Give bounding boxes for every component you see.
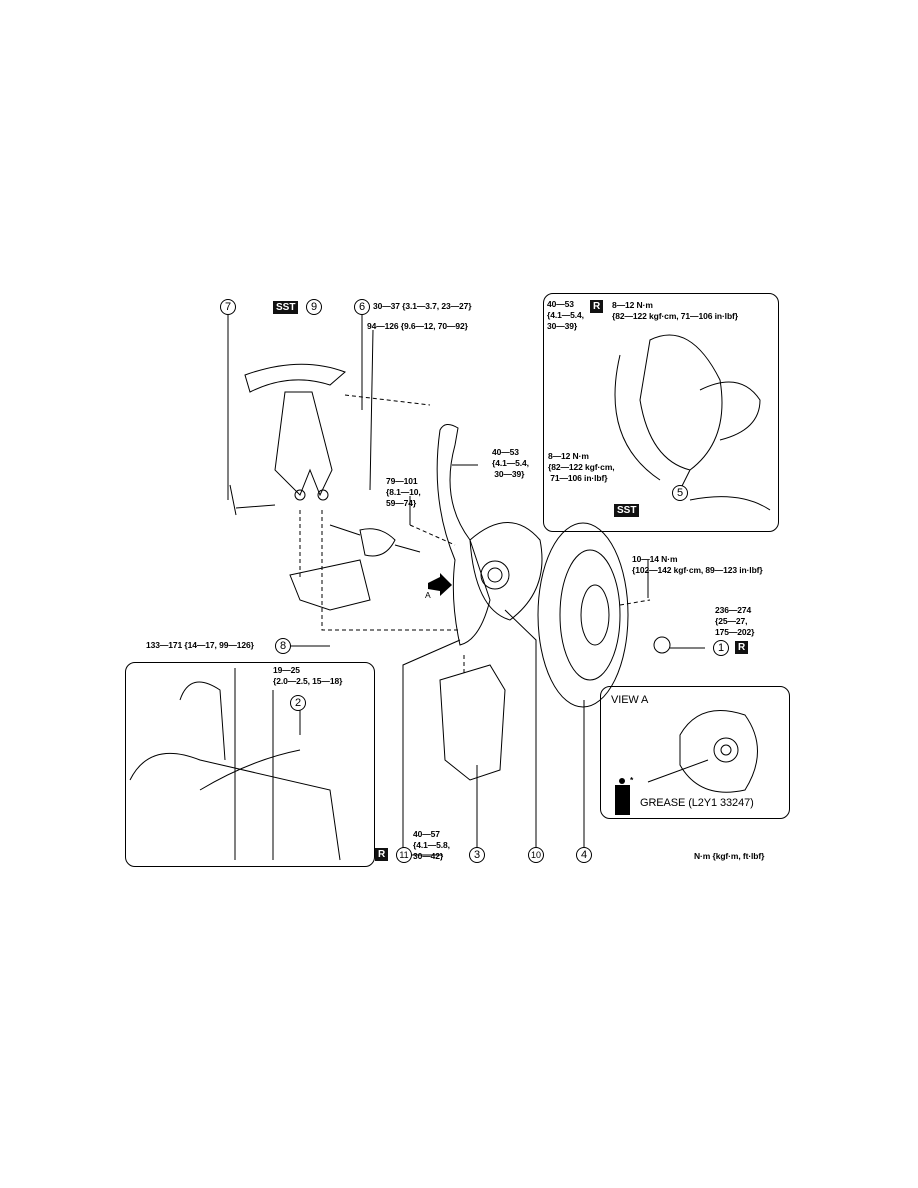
view-arrow-icon <box>428 573 452 596</box>
strut-fork <box>274 391 333 497</box>
inset-view-a <box>600 686 790 819</box>
replace-badge: R <box>590 300 604 313</box>
drive-shaft <box>329 524 421 557</box>
brake-disc <box>537 522 629 708</box>
callout-5: 5 <box>672 485 688 501</box>
grease-can-icon <box>615 785 630 815</box>
callout-3: 3 <box>469 847 485 863</box>
grease-label: GREASE (L2Y1 33247) <box>640 797 754 809</box>
bolt-7 <box>229 484 276 516</box>
torque-knuckle-nut: 40—53 {4.1—5.4, 30—39} <box>492 447 529 479</box>
replace-badge: R <box>375 848 389 861</box>
torque-6b: 94—126 {9.6—12, 70—92} <box>367 321 468 331</box>
torque-bolt: 79—101 {8.1—10, 59—74} <box>386 476 421 508</box>
steering-knuckle <box>436 424 491 646</box>
callout-6: 6 <box>354 299 370 315</box>
torque-inset-nut: 40—53 {4.1—5.4, 30—39} <box>547 299 584 331</box>
torque-inset-top: 8—12 N·m {82—122 kgf·cm, 71—106 in·lbf} <box>612 300 738 321</box>
callout-1: 1 <box>713 640 729 656</box>
callout-2: 2 <box>290 695 306 711</box>
callout-4: 4 <box>576 847 592 863</box>
brake-caliper <box>439 664 506 781</box>
upper-arm <box>244 363 346 393</box>
view-a-title: VIEW A <box>611 694 649 706</box>
hub-nut <box>653 636 671 654</box>
callout-8: 8 <box>275 638 291 654</box>
dust-shield <box>469 522 543 621</box>
lower-arm <box>289 559 371 611</box>
inset-ball-joint <box>543 293 779 532</box>
sst-badge: SST <box>614 504 640 517</box>
sst-badge: SST <box>273 301 299 314</box>
units-legend: N·m {kgf·m, ft·lbf} <box>694 851 765 861</box>
callout-11: 11 <box>396 847 412 863</box>
callout-7: 7 <box>220 299 236 315</box>
view-arrow-label: A <box>425 590 431 600</box>
torque-11: 40—57 {4.1—5.8, 30—42} <box>413 829 450 861</box>
torque-disc-screw: 10—14 N·m {102—142 kgf·cm, 89—123 in·lbf… <box>632 554 763 575</box>
grease-asterisk: * <box>630 775 634 785</box>
torque-8: 133—171 {14—17, 99—126} <box>146 640 254 650</box>
callout-10: 10 <box>528 847 544 863</box>
callout-9: 9 <box>306 299 322 315</box>
torque-1: 236—274 {25—27, 175—202} <box>715 605 755 637</box>
inset-abs-sensor <box>125 662 375 867</box>
replace-badge: R <box>735 641 749 654</box>
torque-6: 30—37 {3.1—3.7, 23—27} <box>373 301 472 311</box>
torque-2: 19—25 {2.0—2.5, 15—18} <box>273 665 343 686</box>
torque-inset-low: 8—12 N·m {82—122 kgf·cm, 71—106 in·lbf} <box>548 451 615 483</box>
